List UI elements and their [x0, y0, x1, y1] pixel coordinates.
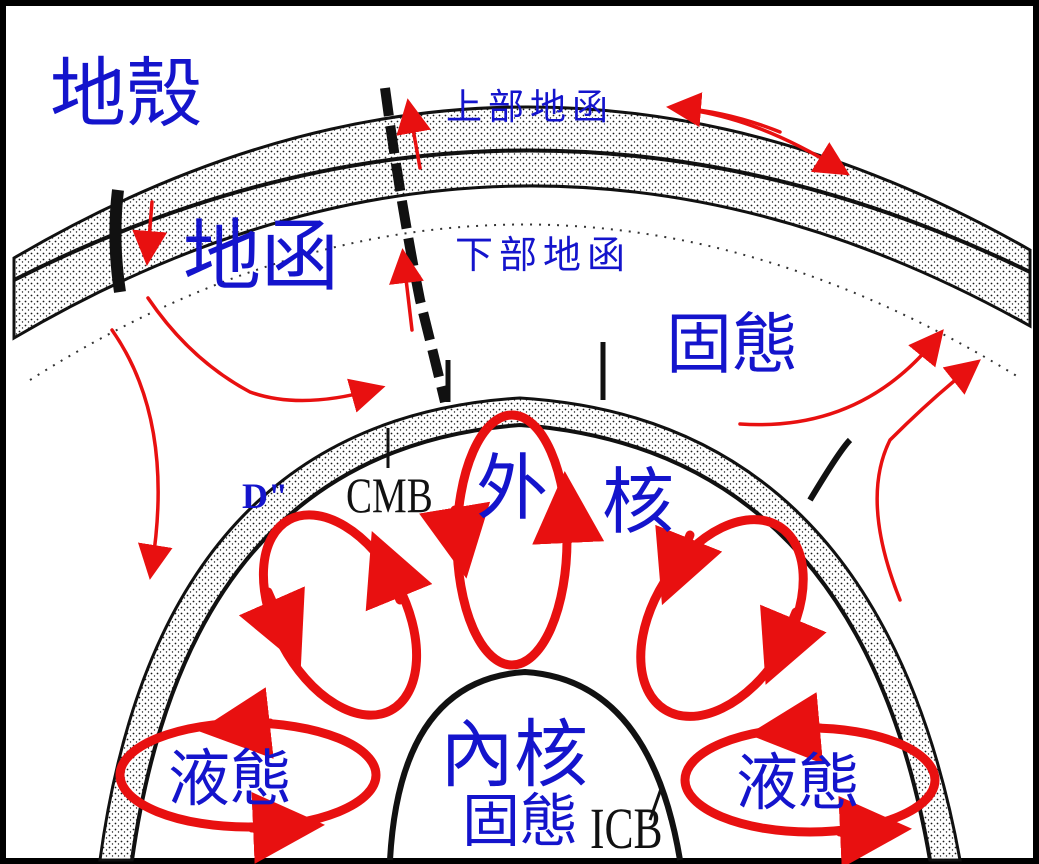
crust-shell [12, 105, 1032, 341]
convection-arrow-left-1 [238, 586, 305, 667]
convection-arrow-center-up [532, 471, 605, 545]
convection-arrow-center-down [419, 501, 491, 579]
upper-mantle-label: 上部地函 [446, 87, 615, 128]
arrow-slab-up-1 [396, 98, 431, 170]
convection-arrow-bl-top [198, 687, 275, 759]
inner-core-state-label: 固態 [462, 787, 579, 855]
convection-arrow-right-1 [655, 524, 723, 606]
outer-core-label-right: 核 [602, 460, 675, 544]
lower-mantle-label: 下部地函 [455, 233, 632, 277]
arrow-left-flow [146, 296, 386, 413]
liquid-left-label: 液態 [168, 742, 293, 815]
mantle-state-label: 固態 [666, 306, 798, 383]
subducting-slab [380, 87, 450, 404]
convection-arrow-left-2 [365, 531, 433, 612]
arrow-left-down [132, 200, 168, 266]
outer-core-convection [115, 410, 940, 864]
arrow-left-descend [110, 328, 173, 580]
upper-lower-mantle-boundary [29, 223, 1021, 381]
inner-core-boundary [387, 668, 683, 861]
mantle-flow-arrows [110, 92, 981, 602]
arrow-right-upflow-1 [738, 329, 944, 427]
outer-core-label-left: 外 [476, 446, 549, 530]
cmb-label: CMB [346, 467, 433, 523]
liquid-right-label: 液態 [736, 746, 861, 819]
core-mantle-boundary [130, 422, 932, 861]
convection-arrow-br-top [748, 692, 825, 764]
crust-label: 地殼 [50, 49, 202, 138]
convection-arrow-bl-bottom [247, 791, 325, 864]
convection-arrow-br-bottom [835, 796, 912, 864]
arrow-slab-up-2 [389, 248, 424, 332]
icb-tick [648, 780, 672, 821]
inner-core-label: 內核 [440, 712, 588, 798]
right-plume [807, 437, 853, 502]
icb-label: ICB [590, 796, 663, 861]
mantle-label: 地函 [183, 212, 340, 302]
left-slab [109, 189, 126, 293]
d-double-prime-label: D" [242, 476, 288, 516]
crust-inner-edge [13, 148, 1031, 282]
arrow-right-upflow-2 [875, 359, 981, 602]
convection-arrow-right-2 [760, 604, 827, 685]
arrow-upper-mantle-right-back [666, 92, 782, 134]
